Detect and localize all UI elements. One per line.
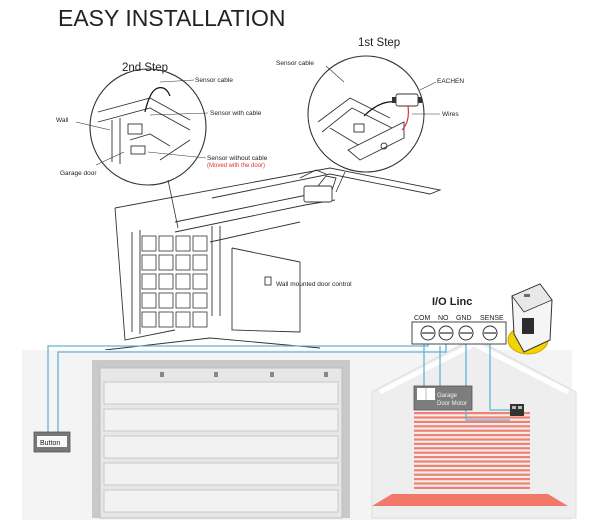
red-slat	[414, 486, 530, 489]
red-slat	[414, 464, 530, 467]
callout-garage-door: Garage door	[60, 170, 97, 177]
door-slat	[103, 462, 339, 486]
door-panel	[141, 311, 157, 328]
garage-door-motor: Garage Door Motor	[413, 385, 473, 411]
terminal-screw-icon	[420, 325, 436, 341]
step2-detail-circle	[89, 68, 207, 186]
red-slat	[414, 420, 530, 423]
red-slat	[414, 478, 530, 481]
red-slat	[414, 460, 530, 463]
io-terminal-block: COM NO GND SENSE	[411, 315, 507, 345]
door-panel	[175, 311, 191, 328]
io-linc-title: I/O Linc	[432, 296, 472, 308]
step2-leader-line	[167, 179, 179, 229]
wall-control-label: Wall mounted door control	[276, 281, 352, 288]
callout-moved-with-door: (Moved with the door)	[207, 163, 265, 169]
door-slat	[103, 489, 339, 513]
door-panel	[158, 311, 174, 328]
step1-callouts: Sensor cable EACHEN Wires	[276, 60, 464, 118]
red-slat	[414, 438, 530, 441]
page-title: EASY INSTALLATION	[58, 5, 286, 31]
red-slat	[414, 425, 530, 428]
callout-eachen: EACHEN	[437, 78, 464, 85]
callout-wall: Wall	[56, 117, 69, 124]
terminal-sense-label: SENSE	[480, 315, 504, 322]
door-panel	[192, 235, 208, 252]
door-panel	[175, 292, 191, 309]
wires-red	[401, 105, 409, 131]
door-panel	[158, 292, 174, 309]
door-slat	[103, 408, 339, 432]
callout-wires: Wires	[442, 111, 459, 118]
step2-callouts: Sensor cable Sensor with cable Wall Gara…	[56, 77, 268, 177]
door-panel	[158, 235, 174, 252]
door-sensor-icon	[510, 404, 524, 416]
door-panel	[192, 254, 208, 271]
door-panel	[192, 292, 208, 309]
door-panel	[175, 235, 191, 252]
terminal-gnd-label: GND	[456, 315, 472, 322]
red-slat	[414, 442, 530, 445]
callout-sensor-cable-1: Sensor cable	[276, 60, 314, 67]
red-slat	[414, 412, 530, 415]
io-linc-device-icon	[507, 283, 553, 355]
terminal-screw-icon	[458, 325, 474, 341]
button-box: Button	[33, 431, 71, 453]
roller-door-slats	[103, 381, 339, 513]
door-panel	[141, 273, 157, 290]
callout-sensor-with-cable: Sensor with cable	[210, 110, 262, 117]
step1-label: 1st Step	[358, 37, 400, 49]
door-panel	[175, 273, 191, 290]
door-panel	[141, 254, 157, 271]
door-panel	[158, 254, 174, 271]
red-slat	[414, 434, 530, 437]
step2-label: 2nd Step	[122, 62, 168, 74]
door-panel	[141, 292, 157, 309]
terminal-screw-icon	[482, 325, 498, 341]
motor-label-line2: Door Motor	[437, 401, 467, 407]
red-slat	[414, 447, 530, 450]
step1-detail-circle	[307, 55, 425, 173]
garage-line-art	[104, 167, 442, 351]
button-label: Button	[40, 440, 60, 447]
terminal-com-label: COM	[414, 315, 431, 322]
callout-sensor-without-cable: Sensor without cable	[207, 155, 268, 162]
terminal-screw-icon	[438, 325, 454, 341]
red-slat	[414, 469, 530, 472]
door-panel	[192, 311, 208, 328]
step1-leader-line	[335, 171, 346, 193]
roller-garage-door	[92, 360, 350, 519]
red-door-slats	[414, 412, 530, 489]
red-slat	[414, 416, 530, 419]
door-panel	[192, 273, 208, 290]
red-slat	[414, 482, 530, 485]
house-with-door	[371, 337, 577, 519]
red-slat	[414, 451, 530, 454]
garage-door-panels	[141, 235, 208, 328]
door-slat	[103, 435, 339, 459]
red-slat	[414, 473, 530, 476]
red-slat	[414, 429, 530, 432]
eachen-sensor-icon	[392, 93, 422, 107]
door-panel	[158, 273, 174, 290]
terminal-no-label: NO	[438, 315, 449, 322]
red-slat	[414, 456, 530, 459]
motor-label-line1: Garage	[437, 393, 458, 399]
door-panel	[141, 235, 157, 252]
door-slat	[103, 381, 339, 405]
callout-sensor-cable-2: Sensor cable	[195, 77, 233, 84]
door-panel	[175, 254, 191, 271]
